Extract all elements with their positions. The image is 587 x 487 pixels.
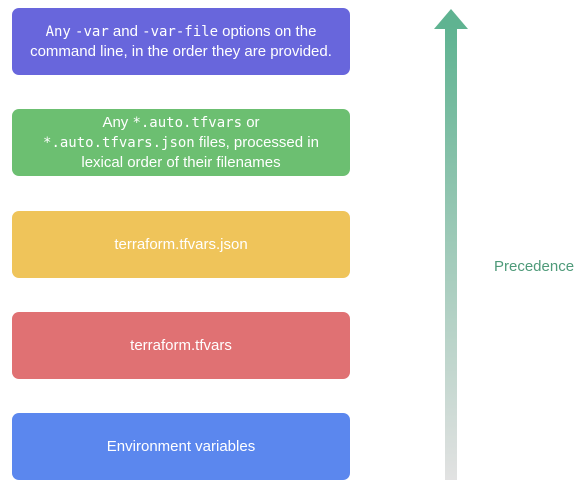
box-line: Any -var and -var-file options on the xyxy=(46,23,317,40)
code-text: *.auto.tfvars.json xyxy=(43,135,195,151)
box-line: lexical order of their filenames xyxy=(81,154,281,171)
box-label: Environment variables xyxy=(106,438,256,455)
box-line: command line, in the order they are prov… xyxy=(30,43,332,60)
precedence-box-auto-tfvars: Any *.auto.tfvars or *.auto.tfvars.json … xyxy=(12,109,350,176)
arrow-up-icon xyxy=(434,9,468,29)
code-text: -var-file xyxy=(142,24,218,40)
code-text: *.auto.tfvars xyxy=(132,115,243,131)
precedence-box-var-options: Any -var and -var-file options on the co… xyxy=(12,8,350,75)
text-span: Any xyxy=(102,114,133,131)
box-line: *.auto.tfvars.json files, processed in xyxy=(43,134,319,151)
text-span: and xyxy=(108,23,143,40)
text-span: or xyxy=(242,114,260,131)
text-span: options on the xyxy=(218,23,317,40)
precedence-box-tfvars: terraform.tfvars xyxy=(12,312,350,379)
box-line: Any *.auto.tfvars or xyxy=(102,114,259,131)
text-span: files, processed in xyxy=(194,134,319,151)
precedence-box-environment-variables: Environment variables xyxy=(12,413,350,480)
code-text: -var xyxy=(75,24,109,40)
precedence-label: Precedence xyxy=(494,258,575,275)
box-label: terraform.tfvars xyxy=(130,337,232,354)
precedence-box-tfvars-json: terraform.tfvars.json xyxy=(12,211,350,278)
precedence-arrow-shaft xyxy=(445,26,457,480)
code-text: Any xyxy=(45,24,71,40)
box-label: terraform.tfvars.json xyxy=(114,236,248,253)
